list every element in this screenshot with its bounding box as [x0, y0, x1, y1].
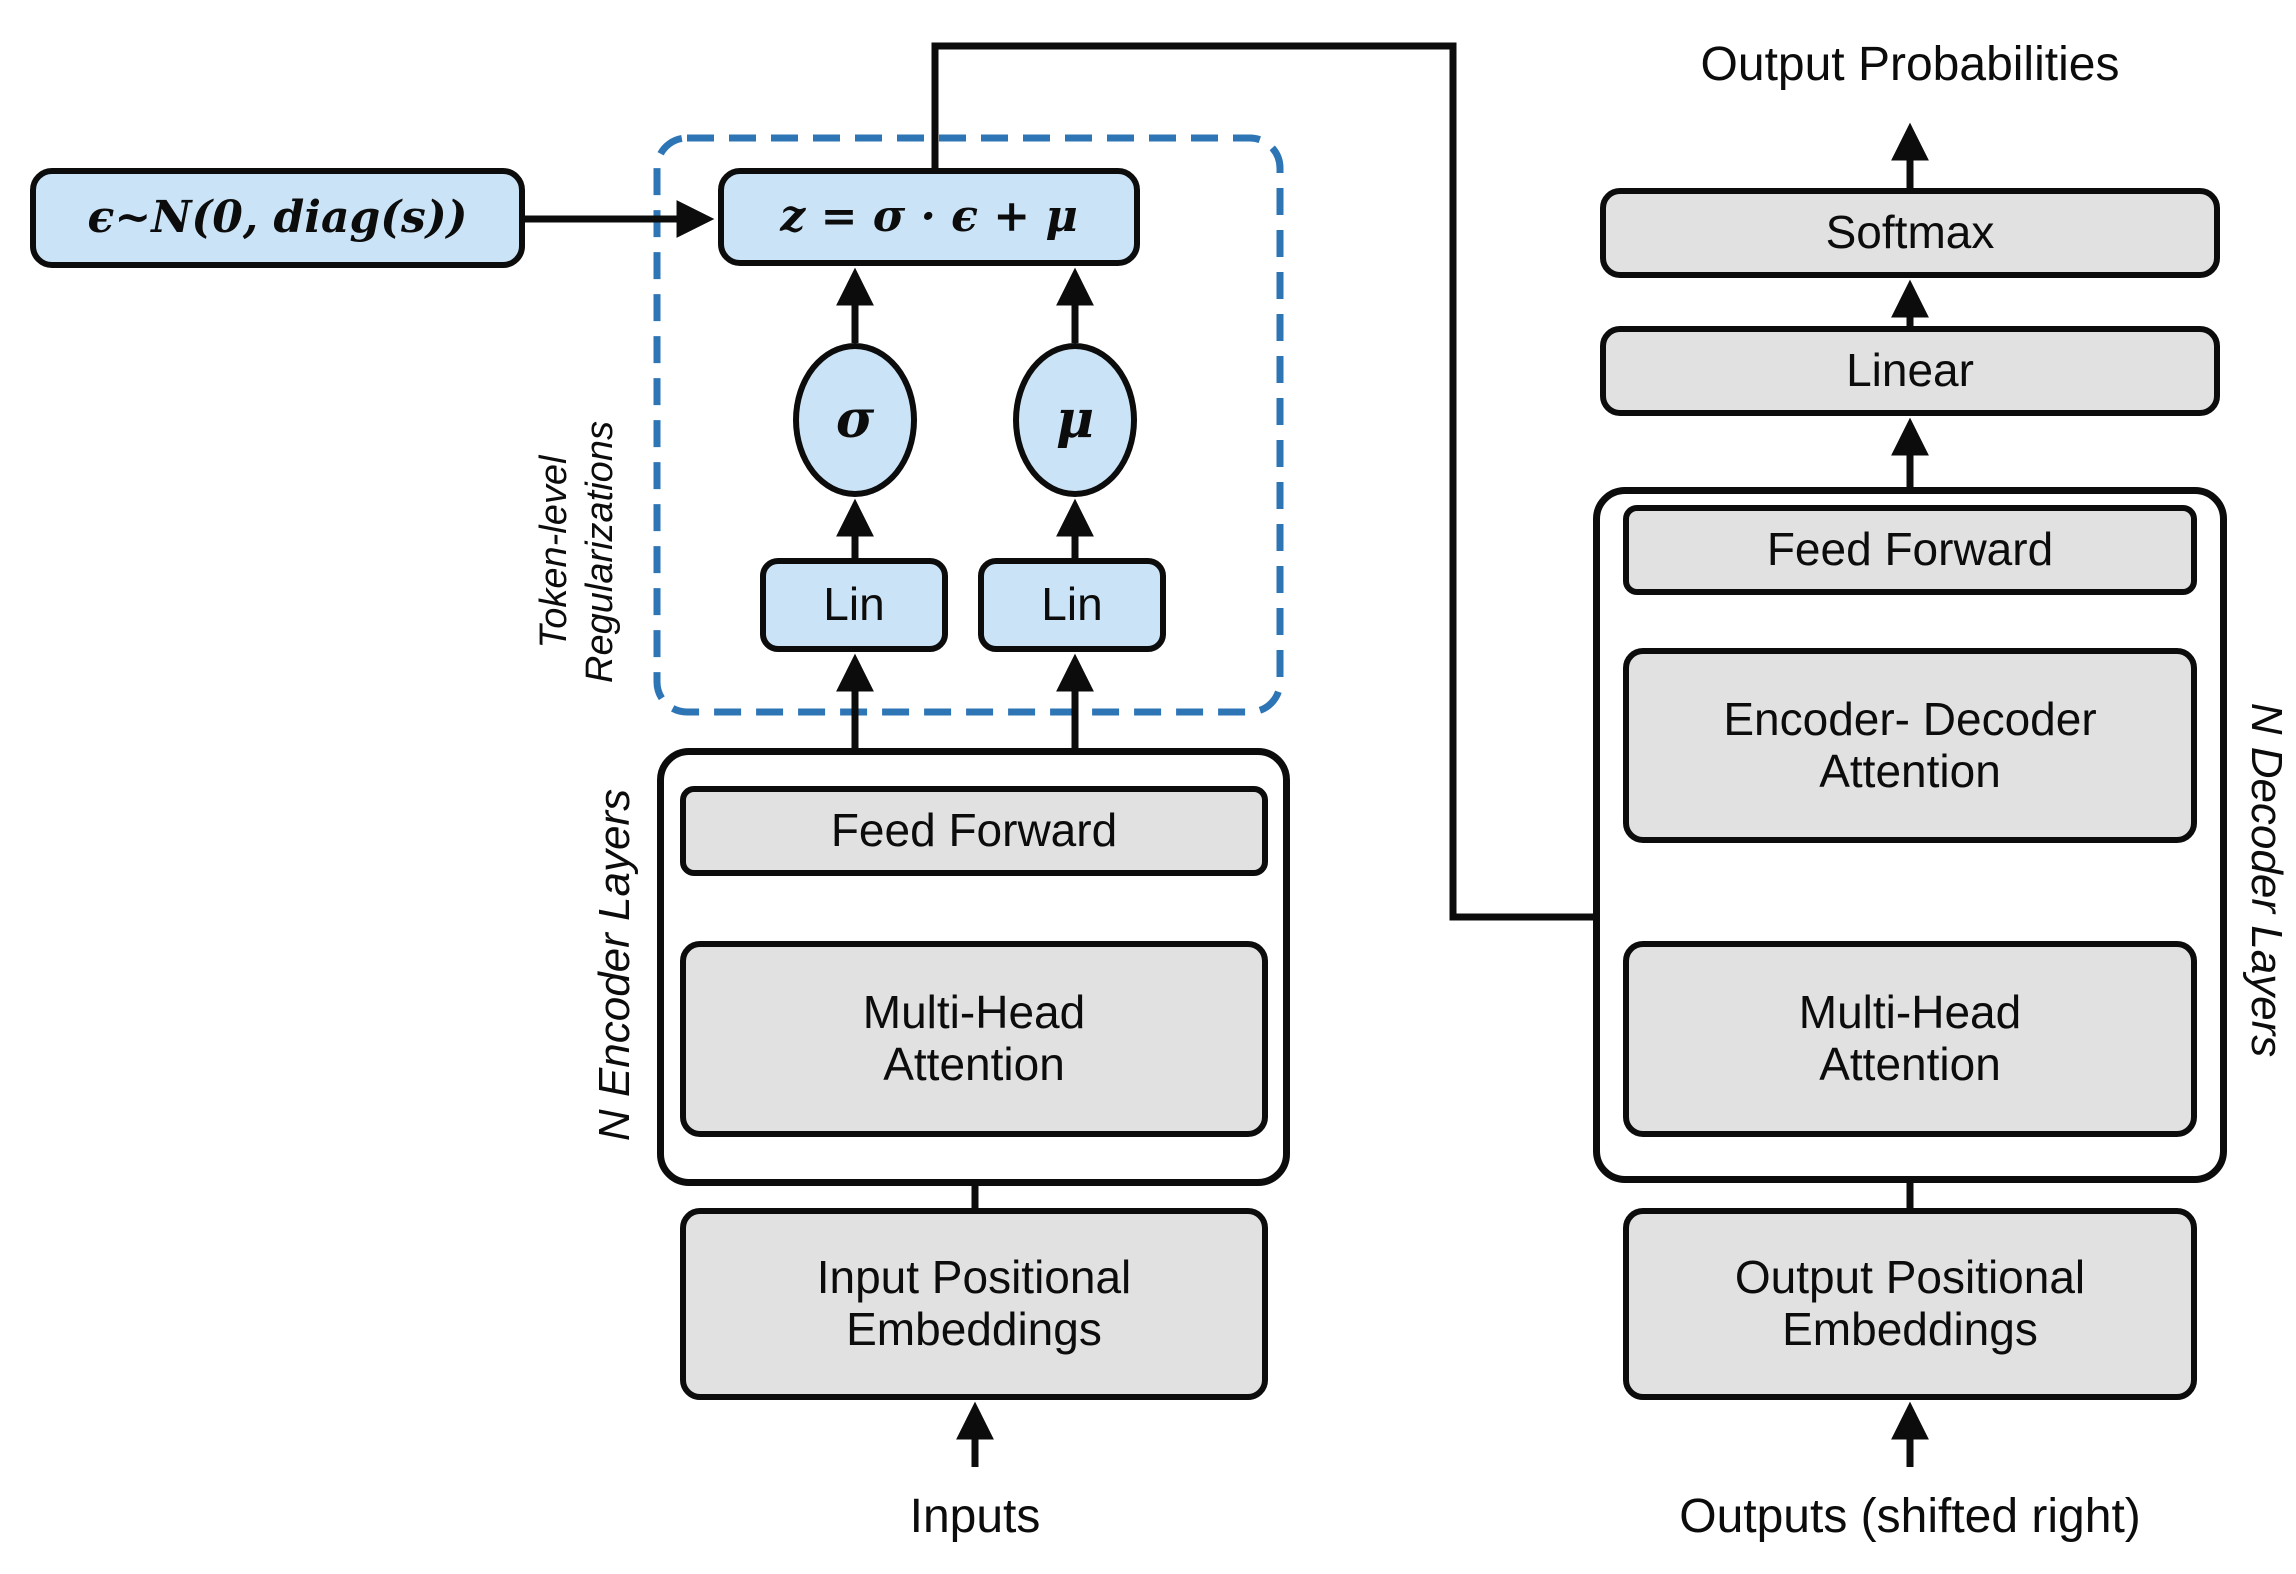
input-positional-embeddings-box: Input Positional Embeddings: [680, 1208, 1268, 1400]
decoder-mha-label-line1: Multi-Head: [1798, 986, 2022, 1039]
output-probabilities-label: Output Probabilities: [1700, 37, 2120, 91]
encoder-feed-forward-label: Feed Forward: [830, 804, 1118, 857]
inputs-label: Inputs: [909, 1489, 1041, 1543]
enc-dec-att-label-line1: Encoder- Decoder: [1723, 692, 2097, 745]
outputs-shifted-right-label: Outputs (shifted right): [1679, 1489, 2141, 1543]
linear-proj-sigma-label: Lin: [823, 578, 885, 631]
line-z-to-decoder: [931, 42, 1800, 921]
mu-label: μ: [1055, 388, 1095, 450]
encoder-layers-label: N Encoder Layers: [590, 788, 639, 1142]
output-emb-label-line1: Output Positional: [1734, 1251, 2086, 1304]
epsilon-noise-box: ϵ~N(0, diag(s)): [30, 168, 525, 268]
encoder-mha-label-line2: Attention: [883, 1038, 1065, 1090]
decoder-feed-forward-label: Feed Forward: [1766, 523, 2054, 576]
encoder-multi-head-attention-box: Multi-Head Attention: [680, 941, 1268, 1137]
sigma-node: σ: [793, 343, 917, 497]
epsilon-noise-label: ϵ~N(0, diag(s)): [87, 192, 468, 244]
encoder-feed-forward-box: Feed Forward: [680, 786, 1268, 876]
softmax-box: Softmax: [1600, 188, 2220, 278]
linear-label: Linear: [1846, 344, 1974, 397]
token-regularization-label: Token-level Regularizations: [533, 392, 623, 712]
token-regularization-dashed-box: [653, 134, 1284, 716]
mu-node: μ: [1013, 343, 1137, 497]
sigma-label: σ: [835, 388, 875, 450]
reparameterization-label: z = σ · ϵ + μ: [780, 191, 1078, 243]
output-positional-embeddings-box: Output Positional Embeddings: [1623, 1208, 2197, 1400]
decoder-feed-forward-box: Feed Forward: [1623, 505, 2197, 595]
decoder-mha-label-line2: Attention: [1819, 1038, 2001, 1090]
enc-dec-att-label-line2: Attention: [1819, 744, 2001, 797]
encoder-decoder-attention-box: Encoder- Decoder Attention: [1623, 648, 2197, 843]
reparameterization-box: z = σ · ϵ + μ: [718, 168, 1140, 266]
linear-box: Linear: [1600, 326, 2220, 416]
softmax-label: Softmax: [1825, 206, 1995, 259]
linear-proj-sigma-box: Lin: [760, 558, 948, 652]
decoder-multi-head-attention-box: Multi-Head Attention: [1623, 941, 2197, 1137]
output-emb-label-line2: Embeddings: [1782, 1303, 2038, 1355]
input-emb-label-line1: Input Positional: [816, 1251, 1132, 1304]
input-emb-label-line2: Embeddings: [846, 1303, 1102, 1355]
token-regularization-label-line2: Regularizations: [579, 421, 621, 683]
linear-proj-mu-label: Lin: [1041, 578, 1103, 631]
token-regularization-label-line1: Token-level: [533, 455, 576, 649]
linear-proj-mu-box: Lin: [978, 558, 1166, 652]
decoder-layers-label: N Decoder Layers: [2242, 702, 2291, 1058]
encoder-mha-label-line1: Multi-Head: [862, 986, 1086, 1039]
